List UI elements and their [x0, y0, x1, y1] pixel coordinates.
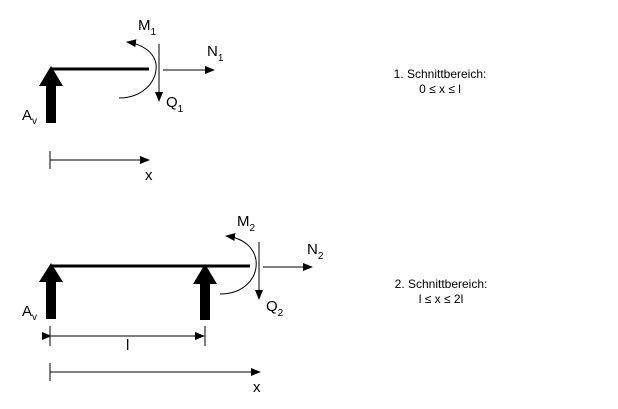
region-title-2: 2. Schnittbereich:: [395, 277, 488, 291]
support-reaction-arrow-2: [39, 263, 63, 319]
moment-label-1: M1: [138, 17, 157, 38]
coordinate-label-2: x: [253, 379, 261, 396]
moment-arc-1: [118, 39, 157, 99]
moment-arc-2: [219, 233, 257, 295]
normal-force-label-1: N1: [207, 43, 224, 64]
region-title-1: 1. Schnittbereich:: [394, 67, 487, 81]
section-1: Av M1 N1 Q1 x 1. Schnittbereich: 0 ≤ x ≤…: [22, 17, 486, 184]
support-reaction-arrow-1: [39, 66, 63, 123]
intermediate-support-arrow: [193, 264, 217, 320]
section-2: Av M2 N2 Q2 l x 2. Schnittbereich:: [22, 213, 487, 396]
span-label: l: [126, 337, 129, 354]
region-range-2: l ≤ x ≤ 2l: [419, 292, 464, 306]
region-range-1: 0 ≤ x ≤ l: [419, 82, 461, 96]
moment-label-2: M2: [237, 213, 256, 234]
support-label-1: Av: [22, 107, 37, 127]
coordinate-label-1: x: [145, 167, 153, 184]
shear-force-label-2: Q2: [266, 298, 284, 319]
normal-force-label-2: N2: [307, 241, 324, 262]
support-label-2: Av: [22, 303, 37, 323]
shear-force-label-1: Q1: [166, 94, 184, 115]
